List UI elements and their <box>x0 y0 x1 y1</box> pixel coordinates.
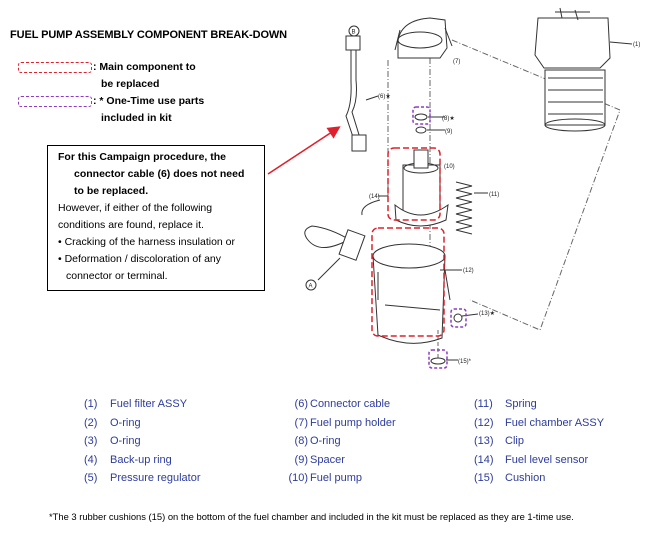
part-number: (1) <box>84 398 98 410</box>
part-row: (13) Clip <box>474 432 604 451</box>
callout-11: (11) <box>489 192 499 198</box>
callout-10: (10) <box>444 164 455 170</box>
part-number: (5) <box>84 472 98 485</box>
legend-main-line2: be replaced <box>101 78 160 90</box>
part-row: (5) Pressure regulator <box>84 469 201 488</box>
parts-list-col-2: (6)Connector cable (7)Fuel pump holder (… <box>278 395 396 488</box>
part-name: O-ring <box>310 435 341 448</box>
part-number: (8) <box>294 435 308 448</box>
parts-list-col-1: (1)Fuel filter ASSY (2)O-ring (3)O-ring … <box>84 395 201 488</box>
part-number: (4) <box>84 453 98 466</box>
legend-onetime-line1: : * One-Time use parts <box>93 95 205 107</box>
part-name: Pressure regulator <box>110 472 201 485</box>
callout-letter-b: B <box>352 30 356 36</box>
part-number: (13) <box>474 435 494 448</box>
parts-list-col-3: (11) Spring (12) Fuel chamber ASSY (13) Cli… <box>474 395 604 488</box>
exploded-diagram: (1) (7) (6)★ (8)★ (9) (10) (11) (14) (12… <box>267 7 640 369</box>
footnote: *The 3 rubber cushions (15) on the botto… <box>49 511 574 522</box>
part-name: Back-up ring <box>110 453 172 466</box>
legend-main-line1: : Main component to <box>93 61 196 73</box>
spacer-9-part <box>415 126 427 134</box>
part-row: (15) Cushion <box>474 469 604 488</box>
fuel-level-sensor-part <box>304 195 388 281</box>
highlight-fuel-chamber <box>371 227 445 337</box>
spring-part <box>455 181 488 235</box>
highlight-cushion-15 <box>428 349 448 369</box>
callout-7: (7) <box>453 59 460 65</box>
campaign-note: For this Campaign procedure, the connect… <box>47 145 265 291</box>
part-row: (2) O-ring <box>84 414 201 433</box>
part-number: (14) <box>474 453 494 466</box>
connector-cable-part <box>345 35 379 152</box>
part-name: Fuel level sensor <box>505 453 589 466</box>
note-bullet-2-cont: connector or terminal. <box>66 270 168 282</box>
callout-14: (14) <box>369 194 380 200</box>
part-name: O-ring <box>110 435 141 448</box>
callout-8: (8)★ <box>442 115 455 122</box>
part-name: Cushion <box>505 472 546 485</box>
callout-letter-a: A <box>309 284 313 290</box>
note-line-5: conditions are found, replace it. <box>58 219 204 231</box>
callout-15: (15)* <box>458 359 472 365</box>
fuel-chamber-assy-part <box>372 243 462 344</box>
part-row: (8)O-ring <box>278 432 396 451</box>
part-name: Fuel chamber ASSY <box>505 416 605 429</box>
red-arrow <box>267 126 341 175</box>
part-number: (7) <box>294 416 308 429</box>
note-line-3: to be replaced. <box>74 185 149 197</box>
note-bullet-2: • Deformation / discoloration of any <box>58 253 222 265</box>
legend-onetime-line2: included in kit <box>101 112 172 124</box>
fuel-pump-holder-part <box>394 17 453 59</box>
part-row: (7)Fuel pump holder <box>278 414 396 433</box>
part-row: (14) Fuel level sensor <box>474 451 604 470</box>
part-row: (12) Fuel chamber ASSY <box>474 414 604 433</box>
part-name: Connector cable <box>310 398 391 410</box>
part-name: Fuel pump <box>310 472 362 485</box>
part-row: (9)Spacer <box>278 451 396 470</box>
part-name: Fuel filter ASSY <box>110 398 188 410</box>
part-number: (11) <box>474 398 493 410</box>
highlight-fuel-pump <box>387 147 441 221</box>
part-number: (10) <box>288 472 308 485</box>
callout-9: (9) <box>445 129 452 135</box>
o-ring-8-part <box>414 113 428 121</box>
cushion-15-part <box>430 357 446 365</box>
legend-onetime-swatch <box>18 96 92 107</box>
part-name: Spacer <box>310 453 345 466</box>
part-row: (11) Spring <box>474 395 604 414</box>
note-bullet-1: • Cracking of the harness insulation or <box>58 236 236 248</box>
part-name: Spring <box>505 398 537 410</box>
part-name: O-ring <box>110 416 141 429</box>
callout-13: (13)★ <box>479 310 495 317</box>
note-line-2: connector cable (6) does not need <box>74 168 245 180</box>
part-name: Clip <box>505 435 524 448</box>
part-number: (12) <box>474 416 494 429</box>
callout-1: (1) <box>633 42 640 48</box>
note-line-4: However, if either of the following <box>58 202 213 214</box>
fuel-filter-assy-part <box>534 7 633 132</box>
part-number: (3) <box>84 435 98 448</box>
part-number: (9) <box>294 453 308 466</box>
part-row: (3) O-ring <box>84 432 201 451</box>
part-number: (2) <box>84 416 98 429</box>
part-number: (6) <box>294 398 308 410</box>
part-row: (6)Connector cable <box>278 395 396 414</box>
part-row: (4) Back-up ring <box>84 451 201 470</box>
highlight-clip-13 <box>450 308 467 328</box>
diagram-title: FUEL PUMP ASSEMBLY COMPONENT BREAK-DOWN <box>10 29 288 41</box>
legend-main-swatch <box>18 62 92 73</box>
part-name: Fuel pump holder <box>310 416 396 429</box>
callout-12: (12) <box>463 268 474 274</box>
highlight-o-ring-8 <box>412 106 431 125</box>
part-row: (10)Fuel pump <box>278 469 396 488</box>
part-number: (15) <box>474 472 494 485</box>
note-line-1: For this Campaign procedure, the <box>58 151 227 163</box>
callout-6: (6)★ <box>378 93 391 100</box>
clip-13-part <box>453 313 463 323</box>
part-row: (1) Fuel filter ASSY <box>84 395 201 414</box>
